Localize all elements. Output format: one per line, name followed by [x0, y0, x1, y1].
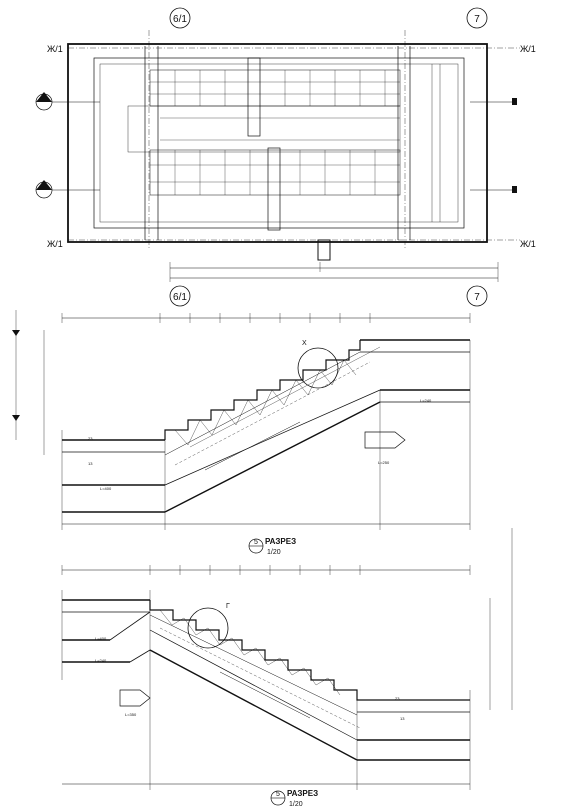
section-a-scale: 1/20 [267, 549, 281, 556]
note-section-a-2: L=400 [100, 486, 112, 491]
section-b-title: 5 РАЗРЕЗ 1/20 [270, 789, 318, 808]
note-section-b-3: L=240 [95, 658, 107, 663]
row-label-top-right: Ж/1 [520, 44, 536, 54]
row-label-top-left: Ж/1 [47, 44, 63, 54]
section-marker-upper [35, 92, 100, 111]
section-b-mark: 5 [276, 791, 280, 798]
callout-g-label: Г [226, 603, 230, 610]
section-marker-lower [35, 180, 100, 199]
section-a: 6/1 7 [12, 285, 488, 556]
axis-bubble-6-1-top: 6/1 [169, 7, 191, 29]
section-a-mark: 5 [254, 539, 258, 546]
note-section-a-3: L=240 [420, 398, 432, 403]
axis-label-7-mid: 7 [474, 292, 480, 303]
axis-label-6-1: 6/1 [173, 14, 187, 25]
axis-bubble-6-1-mid: 6/1 [169, 285, 191, 307]
section-a-title: 5 РАЗРЕЗ 1/20 [248, 537, 296, 556]
section-a-title-text: РАЗРЕЗ [265, 537, 296, 546]
axis-label-7: 7 [474, 14, 480, 25]
note-section-a-1: 13 [88, 461, 93, 466]
callout-x-label: X [302, 340, 307, 347]
plan-view: 6/1 7 Ж/1 Ж/1 Ж/1 Ж/1 [35, 7, 536, 282]
note-section-a-0: 23 [88, 436, 93, 441]
row-label-bottom-left: Ж/1 [47, 239, 63, 249]
note-section-b-0: 23 [395, 696, 400, 701]
section-b-title-text: РАЗРЕЗ [287, 789, 318, 798]
section-b-scale: 1/20 [289, 801, 303, 808]
axis-label-6-1-mid: 6/1 [173, 292, 187, 303]
axis-bubble-7-top: 7 [466, 7, 488, 29]
note-section-b-2: L=400 [95, 636, 107, 641]
note-section-b-1: 13 [400, 716, 405, 721]
axis-bubble-7-mid: 7 [466, 285, 488, 307]
row-label-bottom-right: Ж/1 [520, 239, 536, 249]
note-section-b-4: L=350 [125, 712, 137, 717]
section-b: Г 23 13 L=400 L=240 L=350 5 РАЗРЕЗ 1/20 [61, 528, 513, 808]
note-section-a-4: L=250 [378, 460, 390, 465]
